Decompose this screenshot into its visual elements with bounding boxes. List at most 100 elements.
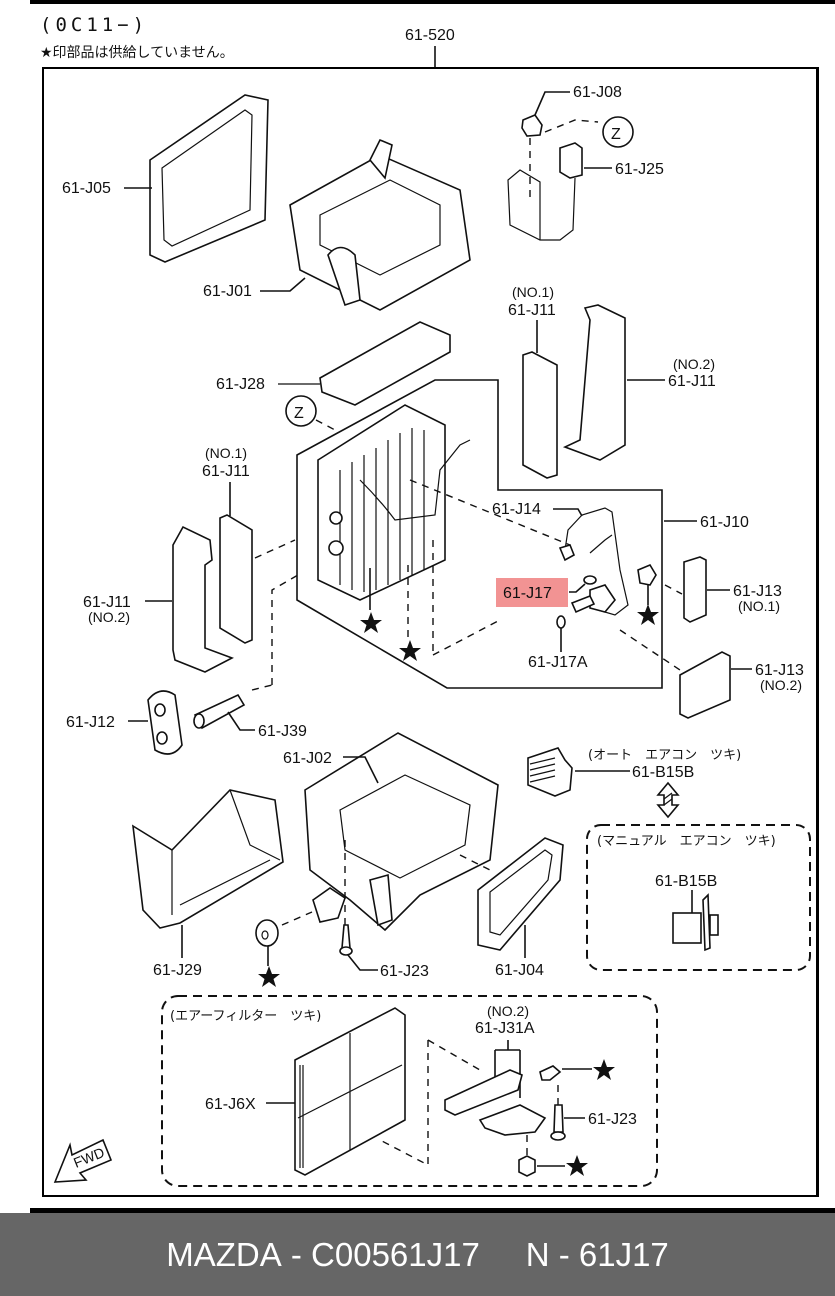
label-61-j10[interactable]: 61-J10	[700, 514, 749, 531]
label-61-j29[interactable]: 61-J29	[153, 962, 202, 979]
part-61-j11-no1-right[interactable]	[522, 351, 558, 479]
label-61-j11-no1-left[interactable]: 61-J11	[202, 463, 250, 480]
exploded-parts-diagram: 61-520 61-J05 61-J01 61-J08 Z 61-J25 (NO…	[53, 27, 811, 1187]
part-61-j29-duct[interactable]	[132, 789, 284, 929]
label-61-520[interactable]: 61-520	[405, 27, 455, 44]
label-61-j08[interactable]: 61-J08	[573, 84, 622, 101]
label-61-j23[interactable]: 61-J23	[380, 963, 429, 980]
label-61-j31a[interactable]: 61-J31A	[475, 1020, 535, 1037]
label-61-b15b-auto[interactable]: 61-B15B	[632, 764, 694, 781]
label-61-j11-no1-left-note: (NO.1)	[205, 445, 247, 461]
label-61-j11-no1-right[interactable]: 61-J11	[508, 302, 556, 319]
part-61-j39-pipe[interactable]	[193, 693, 246, 730]
label-61-j25[interactable]: 61-J25	[615, 161, 664, 178]
star-not-supplied-4	[258, 966, 280, 987]
label-61-j01[interactable]: 61-J01	[203, 283, 252, 300]
bottom-rule	[30, 1208, 835, 1213]
label-z-mid: Z	[294, 405, 304, 422]
leader-61-j39	[227, 711, 255, 731]
label-61-j11-no1-right-note: (NO.1)	[512, 284, 554, 300]
part-caption-bar: MAZDA - C00561J17 N - 61J17	[0, 1213, 835, 1296]
label-61-j02[interactable]: 61-J02	[283, 750, 332, 767]
part-61-j05-seal[interactable]	[149, 94, 269, 263]
part-61-j14-pipe[interactable]	[558, 507, 629, 616]
part-bracket-clip-not-supplied[interactable]	[539, 1065, 562, 1081]
part-61-b15b-auto-resistor[interactable]	[527, 747, 573, 797]
part-61-j23-filter-screw[interactable]	[550, 1104, 566, 1141]
part-61-j17a-o-ring[interactable]	[556, 615, 566, 629]
label-61-j11-no2-left[interactable]: 61-J11	[83, 594, 131, 611]
leader-61-j08	[534, 91, 570, 116]
highlight-61-j17	[496, 578, 568, 607]
interchangeable-arrow-icon	[656, 781, 680, 819]
part-61-j17-o-ring[interactable]	[583, 575, 597, 585]
label-61-j04[interactable]: 61-J04	[495, 962, 544, 979]
label-61-b15b-manual[interactable]: 61-B15B	[655, 873, 717, 890]
label-61-j13-no1-note: (NO.1)	[738, 598, 780, 614]
leader-61-j31a	[494, 1040, 521, 1098]
part-61-j13-no1[interactable]	[683, 556, 707, 623]
leader-61-j23	[347, 954, 378, 971]
label-61-j05[interactable]: 61-J05	[62, 180, 111, 197]
label-b15b-manual-note: (マニュアル エアコン ツキ)	[597, 834, 776, 849]
part-61-j08-clip[interactable]	[521, 114, 543, 137]
air-filter-variant-box	[161, 995, 658, 1187]
footer-brand: MAZDA	[166, 1235, 282, 1273]
label-61-j14[interactable]: 61-J14	[492, 501, 541, 518]
part-61-j12-grommet[interactable]	[147, 690, 183, 755]
leader-61-j02	[343, 756, 379, 784]
part-sensor-clip-j10[interactable]	[637, 563, 657, 586]
leader-61-j01	[260, 277, 306, 292]
dash-filter-2	[427, 1039, 481, 1071]
label-61-j39[interactable]: 61-J39	[258, 723, 307, 740]
star-not-supplied-6	[566, 1155, 588, 1176]
part-61-j11-no1-left[interactable]	[219, 514, 253, 644]
part-actuator-motor[interactable]	[312, 887, 346, 923]
dash-j11-left	[254, 539, 296, 559]
manual-ac-variant-box	[586, 824, 811, 971]
label-61-j13-no2[interactable]: 61-J13	[755, 662, 804, 679]
leader-61-j17	[569, 583, 586, 593]
dash-j39	[251, 684, 273, 691]
star-not-supplied-1	[360, 612, 382, 633]
label-61-j17a[interactable]: 61-J17A	[528, 654, 588, 671]
part-61-j11-no2-right[interactable]	[562, 304, 626, 461]
part-61-j31a-bracket[interactable]	[444, 1069, 547, 1136]
star-not-supplied-3	[637, 604, 659, 625]
label-61-j17[interactable]: 61-J17	[503, 585, 552, 602]
dash-j11-left-2	[271, 574, 299, 685]
dash-j04	[459, 854, 491, 871]
model-code: (0C11−)	[40, 14, 149, 36]
star-not-supplied-5	[593, 1059, 615, 1080]
zone-marker-z-mid	[285, 395, 317, 427]
label-61-j13-no1[interactable]: 61-J13	[733, 583, 782, 600]
part-61-j04-seal[interactable]	[477, 837, 564, 951]
part-61-j6x-air-filter[interactable]	[294, 1007, 406, 1176]
footer-separator-1: -	[281, 1235, 312, 1273]
part-61-j01-upper-case[interactable]	[289, 138, 471, 311]
dash-filter	[379, 1040, 429, 1167]
part-grommet-not-supplied[interactable]	[255, 919, 279, 947]
dash-z-mid	[315, 419, 336, 431]
zone-marker-z-top	[602, 116, 634, 148]
part-61-j02-lower-case[interactable]	[304, 732, 499, 932]
label-61-j23-filter[interactable]: 61-J23	[588, 1111, 637, 1128]
footer-part-number: C00561J17	[311, 1235, 480, 1273]
label-61-j28[interactable]: 61-J28	[216, 376, 265, 393]
evaporator-group-outline	[296, 379, 663, 689]
label-b15b-auto-note: (オート エアコン ツキ)	[588, 748, 741, 763]
label-61-j11-no2-right[interactable]: 61-J11	[668, 373, 716, 390]
part-61-j28-cover[interactable]	[319, 321, 451, 406]
part-61-j11-no2-left[interactable]	[172, 525, 234, 673]
part-nut-not-supplied[interactable]	[518, 1155, 536, 1177]
label-61-j6x[interactable]: 61-J6X	[205, 1096, 256, 1113]
dash-grommet	[281, 911, 313, 926]
part-61-b15b-manual-resistor[interactable]	[672, 893, 719, 952]
part-61-j13-no2[interactable]	[679, 651, 731, 719]
part-61-j25-sensor[interactable]	[507, 142, 583, 241]
part-evaporator-core[interactable]	[317, 404, 471, 601]
footer-gap	[480, 1236, 526, 1274]
label-61-j12[interactable]: 61-J12	[66, 714, 115, 731]
part-61-j10-expansion-valve[interactable]	[570, 584, 616, 614]
part-61-j23-screw[interactable]	[339, 924, 353, 956]
